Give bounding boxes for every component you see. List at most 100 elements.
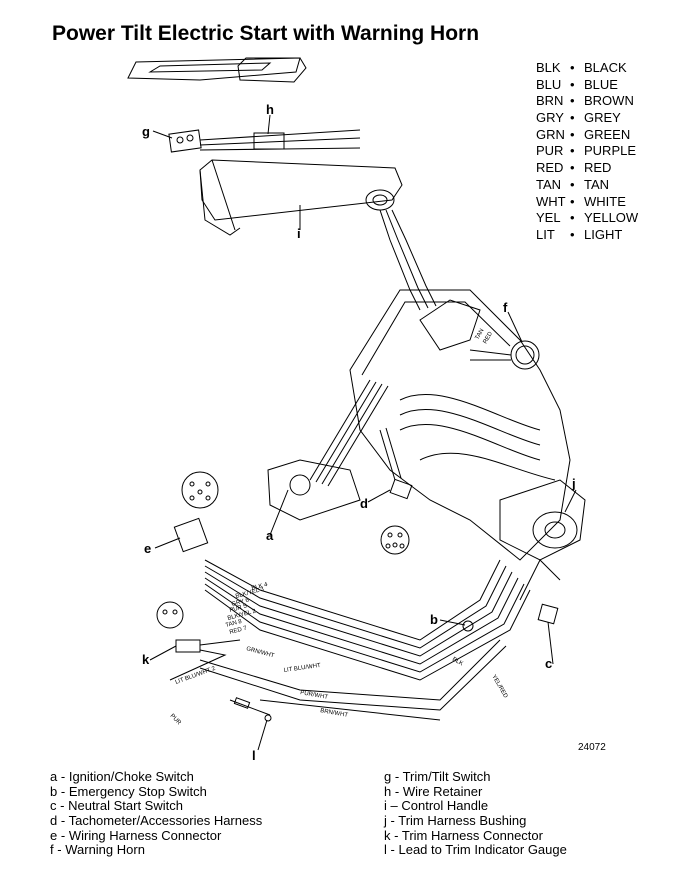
wire-label-pur-wht: PUR/WHT [300,690,329,701]
part-caption: c - Neutral Start Switch [50,799,262,814]
legend-color-name: WHITE [584,193,626,209]
part-separator: - [394,827,399,843]
legend-code: LIT [536,226,555,242]
part-letter: e [50,827,58,843]
legend-bullet: • [570,143,575,159]
wire-label-brn-wht: BRN/WHT [320,708,349,719]
part-separator: - [60,798,65,814]
legend-bullet: • [570,193,575,209]
wire-label-tan: TAN [475,328,486,341]
legend-bullet: • [570,126,575,142]
legend-color-name: BLUE [584,76,618,92]
part-caption: g - Trim/Tilt Switch [384,769,567,785]
wire-label-grn-wht: GRN/WHT [245,646,275,659]
part-label: Emergency Stop Switch [68,783,207,799]
part-letter: h [384,783,392,799]
control-handle-drawing [199,159,403,236]
part-label: Neutral Start Switch [68,798,183,814]
part-caption: j - Trim Harness Bushing [384,813,567,829]
legend-code: TAN [536,176,562,192]
part-letter: c [50,798,57,814]
part-caption: k - Trim Harness Connector [384,827,567,844]
trim-switch-drawing [168,129,361,153]
legend-color-name: GREY [584,110,621,126]
legend-color-name: RED [584,160,612,176]
part-separator: - [394,783,400,799]
part-label: Trim Harness Bushing [398,813,527,829]
part-letter: g [384,769,392,784]
gauge-lead-drawing [229,697,272,722]
legend-color-name: TAN [584,176,610,192]
legend-color-name: LIGHT [584,226,623,242]
wire-label-pur5: PUR 5 [229,603,248,614]
part-caption: d - Tachometer/Accessories Harness [50,813,263,829]
part-label: Trim Harness Connector [401,827,543,843]
harness-connector-drawing [173,471,219,553]
legend-code: WHT [536,193,566,209]
callout-g: g [142,124,150,139]
part-letter: b [50,783,58,799]
warning-horn-drawing [469,340,540,370]
handle-harness-drawing [379,209,437,311]
legend-bullet: • [570,176,575,192]
callout-j: j [571,476,576,491]
part-caption: a - Ignition/Choke Switch [50,769,262,785]
trim-connector-drawing [156,601,241,681]
part-separator: - [60,827,66,843]
callout-k: k [142,652,150,667]
part-label: Wiring Harness Connector [68,827,222,843]
part-separator: - [60,783,66,799]
wire-label-blk4: BLK 4 [251,582,269,592]
wire-label-pur: PUR [169,713,183,727]
part-letter: a [50,769,58,784]
wire-label-tan8: TAN 8 [225,619,243,629]
wire-label-lit-blu-wht: LIT BLU/WHT [283,663,321,674]
legend-code: BLK [536,60,561,75]
legend-bullet: • [570,110,575,126]
legend-code: GRN [536,126,565,142]
part-letter: k [384,827,391,843]
part-label: Trim/Tilt Switch [402,769,491,784]
callout-e: e [144,541,151,556]
legend-code: PUR [536,143,564,159]
wire-label-gry6: GRY 6 [231,597,250,608]
part-separator: - [57,842,62,858]
callout-h: h [266,102,274,117]
wire-label-red7: RED 7 [229,625,248,636]
part-letter: f [50,842,54,858]
part-separator: - [390,813,395,829]
legend-code: GRY [536,110,564,126]
part-separator: - [60,813,66,829]
figure-number: 24072 [578,742,606,753]
wire-label-blk: BLK [451,657,464,668]
tach-harness-drawing [379,427,413,555]
legend-code: RED [536,160,564,176]
callout-a: a [266,528,274,543]
legend-code: BLU [536,76,562,92]
part-caption: i – Control Handle [384,799,567,814]
callout-b: b [430,612,438,627]
callout-f: f [503,300,508,315]
wire-label-red: RED [483,330,495,345]
legend-bullet: • [570,210,575,226]
part-letter: j [384,813,387,829]
part-label: Lead to Trim Indicator Gauge [398,842,567,858]
part-separator: - [60,769,66,784]
legend-bullet: • [570,76,575,92]
part-label: Wire Retainer [402,783,483,799]
part-letter: i [384,798,387,814]
part-label: Control Handle [401,798,489,814]
control-box-drawing [349,289,586,561]
part-caption: f - Warning Horn [50,843,262,858]
legend-color-name: GREEN [584,126,631,142]
part-letter: l [384,842,387,858]
legend-code: YEL [536,210,561,226]
legend-bullet: • [570,60,575,75]
part-label: Tachometer/Accessories Harness [68,813,263,829]
legend-color-name: PURPLE [584,143,637,159]
wire-label-yel-red: YEL/RED [490,674,508,700]
part-caption: l - Lead to Trim Indicator Gauge [384,843,567,858]
